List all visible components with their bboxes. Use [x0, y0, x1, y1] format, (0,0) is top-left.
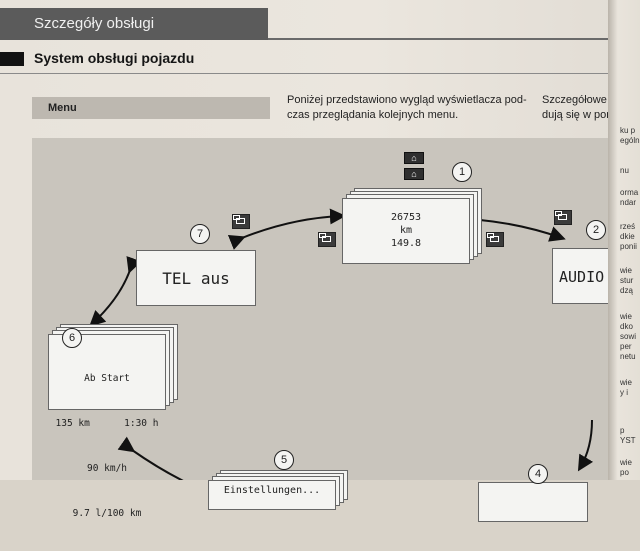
right-paragraph: Szczegółowe opisy dują się w poniższ: [542, 93, 622, 123]
manual-page: Szczegóły obsługi System obsługi pojazdu…: [0, 0, 632, 522]
edge-text: sowi: [620, 332, 637, 341]
trip-value: 149.8: [390, 238, 422, 249]
edge-text: wie: [620, 378, 633, 387]
page-button-icon: [318, 232, 336, 247]
section-title: System obsługi pojazdu: [34, 50, 195, 66]
edge-text: ególn: [620, 136, 640, 145]
display-settings: Einstellungen...: [208, 470, 348, 510]
edge-text: dko: [620, 322, 633, 331]
section-marker: [0, 52, 24, 66]
edge-text: netu: [620, 352, 636, 361]
header-rule: [268, 38, 618, 40]
menu-label: Menu: [32, 97, 270, 119]
display-tel: TEL aus: [136, 250, 256, 306]
page-button-icon: [486, 232, 504, 247]
odometer-unit: km: [399, 225, 413, 236]
edge-text: dzą: [620, 286, 633, 295]
edge-text: po: [620, 468, 629, 477]
callout-6: 6: [62, 328, 82, 348]
arrow-6-5: [117, 436, 216, 480]
page-button-icon: [554, 210, 572, 225]
right-paragraph-line: Szczegółowe opisy: [542, 94, 622, 106]
edge-text: stur: [620, 276, 634, 285]
callout-4: 4: [528, 464, 548, 484]
display-odometer: 26753 km 149.8: [342, 188, 482, 264]
edge-text: ponii: [620, 242, 637, 251]
settings-text: Einstellungen...: [208, 480, 336, 510]
intro-paragraph: Poniżej przedstawiono wygląd wyświetlacz…: [287, 94, 527, 121]
page-button-icon: [232, 214, 250, 229]
up-button-icon: ⌂: [404, 152, 424, 164]
edge-text: p: [620, 426, 625, 435]
trip-consumption: 9.7 l/100 km: [72, 508, 142, 519]
arrow-7-6: [89, 256, 142, 327]
right-paragraph-line: dują się w poniższ: [542, 109, 622, 121]
down-button-icon: ⌂: [404, 168, 424, 180]
edge-text: ku p: [620, 126, 636, 135]
edge-text: wie: [620, 312, 633, 321]
edge-text: ndar: [620, 198, 637, 207]
chapter-header: Szczegóły obsługi: [0, 8, 268, 40]
display-item-4: [478, 482, 588, 522]
edge-text: wie: [620, 458, 633, 467]
edge-text: orma: [620, 188, 639, 197]
odometer-value: 26753: [390, 212, 422, 223]
trip-heading: Ab Start: [84, 373, 130, 384]
callout-7: 7: [190, 224, 210, 244]
edge-text: dkie: [620, 232, 635, 241]
section-title-bar: System obsługi pojazdu: [0, 46, 618, 74]
trip-speed: 90 km/h: [86, 463, 128, 474]
diagram-arrows: [89, 208, 594, 480]
arrow-2-4: [577, 419, 594, 472]
next-page-edge: [608, 0, 640, 480]
edge-text: y i: [620, 388, 628, 397]
edge-text: rześ: [620, 222, 636, 231]
trip-distance-time: 135 km 1:30 h: [55, 418, 159, 429]
edge-text: per: [620, 342, 632, 351]
arrow-1-2: [467, 210, 566, 242]
edge-text: wie: [620, 266, 633, 275]
edge-text: YST: [620, 436, 636, 445]
edge-text: nu: [620, 166, 629, 175]
callout-2: 2: [586, 220, 606, 240]
arrow-7-1: [227, 208, 346, 250]
menu-diagram: 26753 km 149.8 1 ⌂ ⌂ TEL aus 7 AUDIO aus…: [32, 138, 632, 522]
callout-5: 5: [274, 450, 294, 470]
callout-1: 1: [452, 162, 472, 182]
